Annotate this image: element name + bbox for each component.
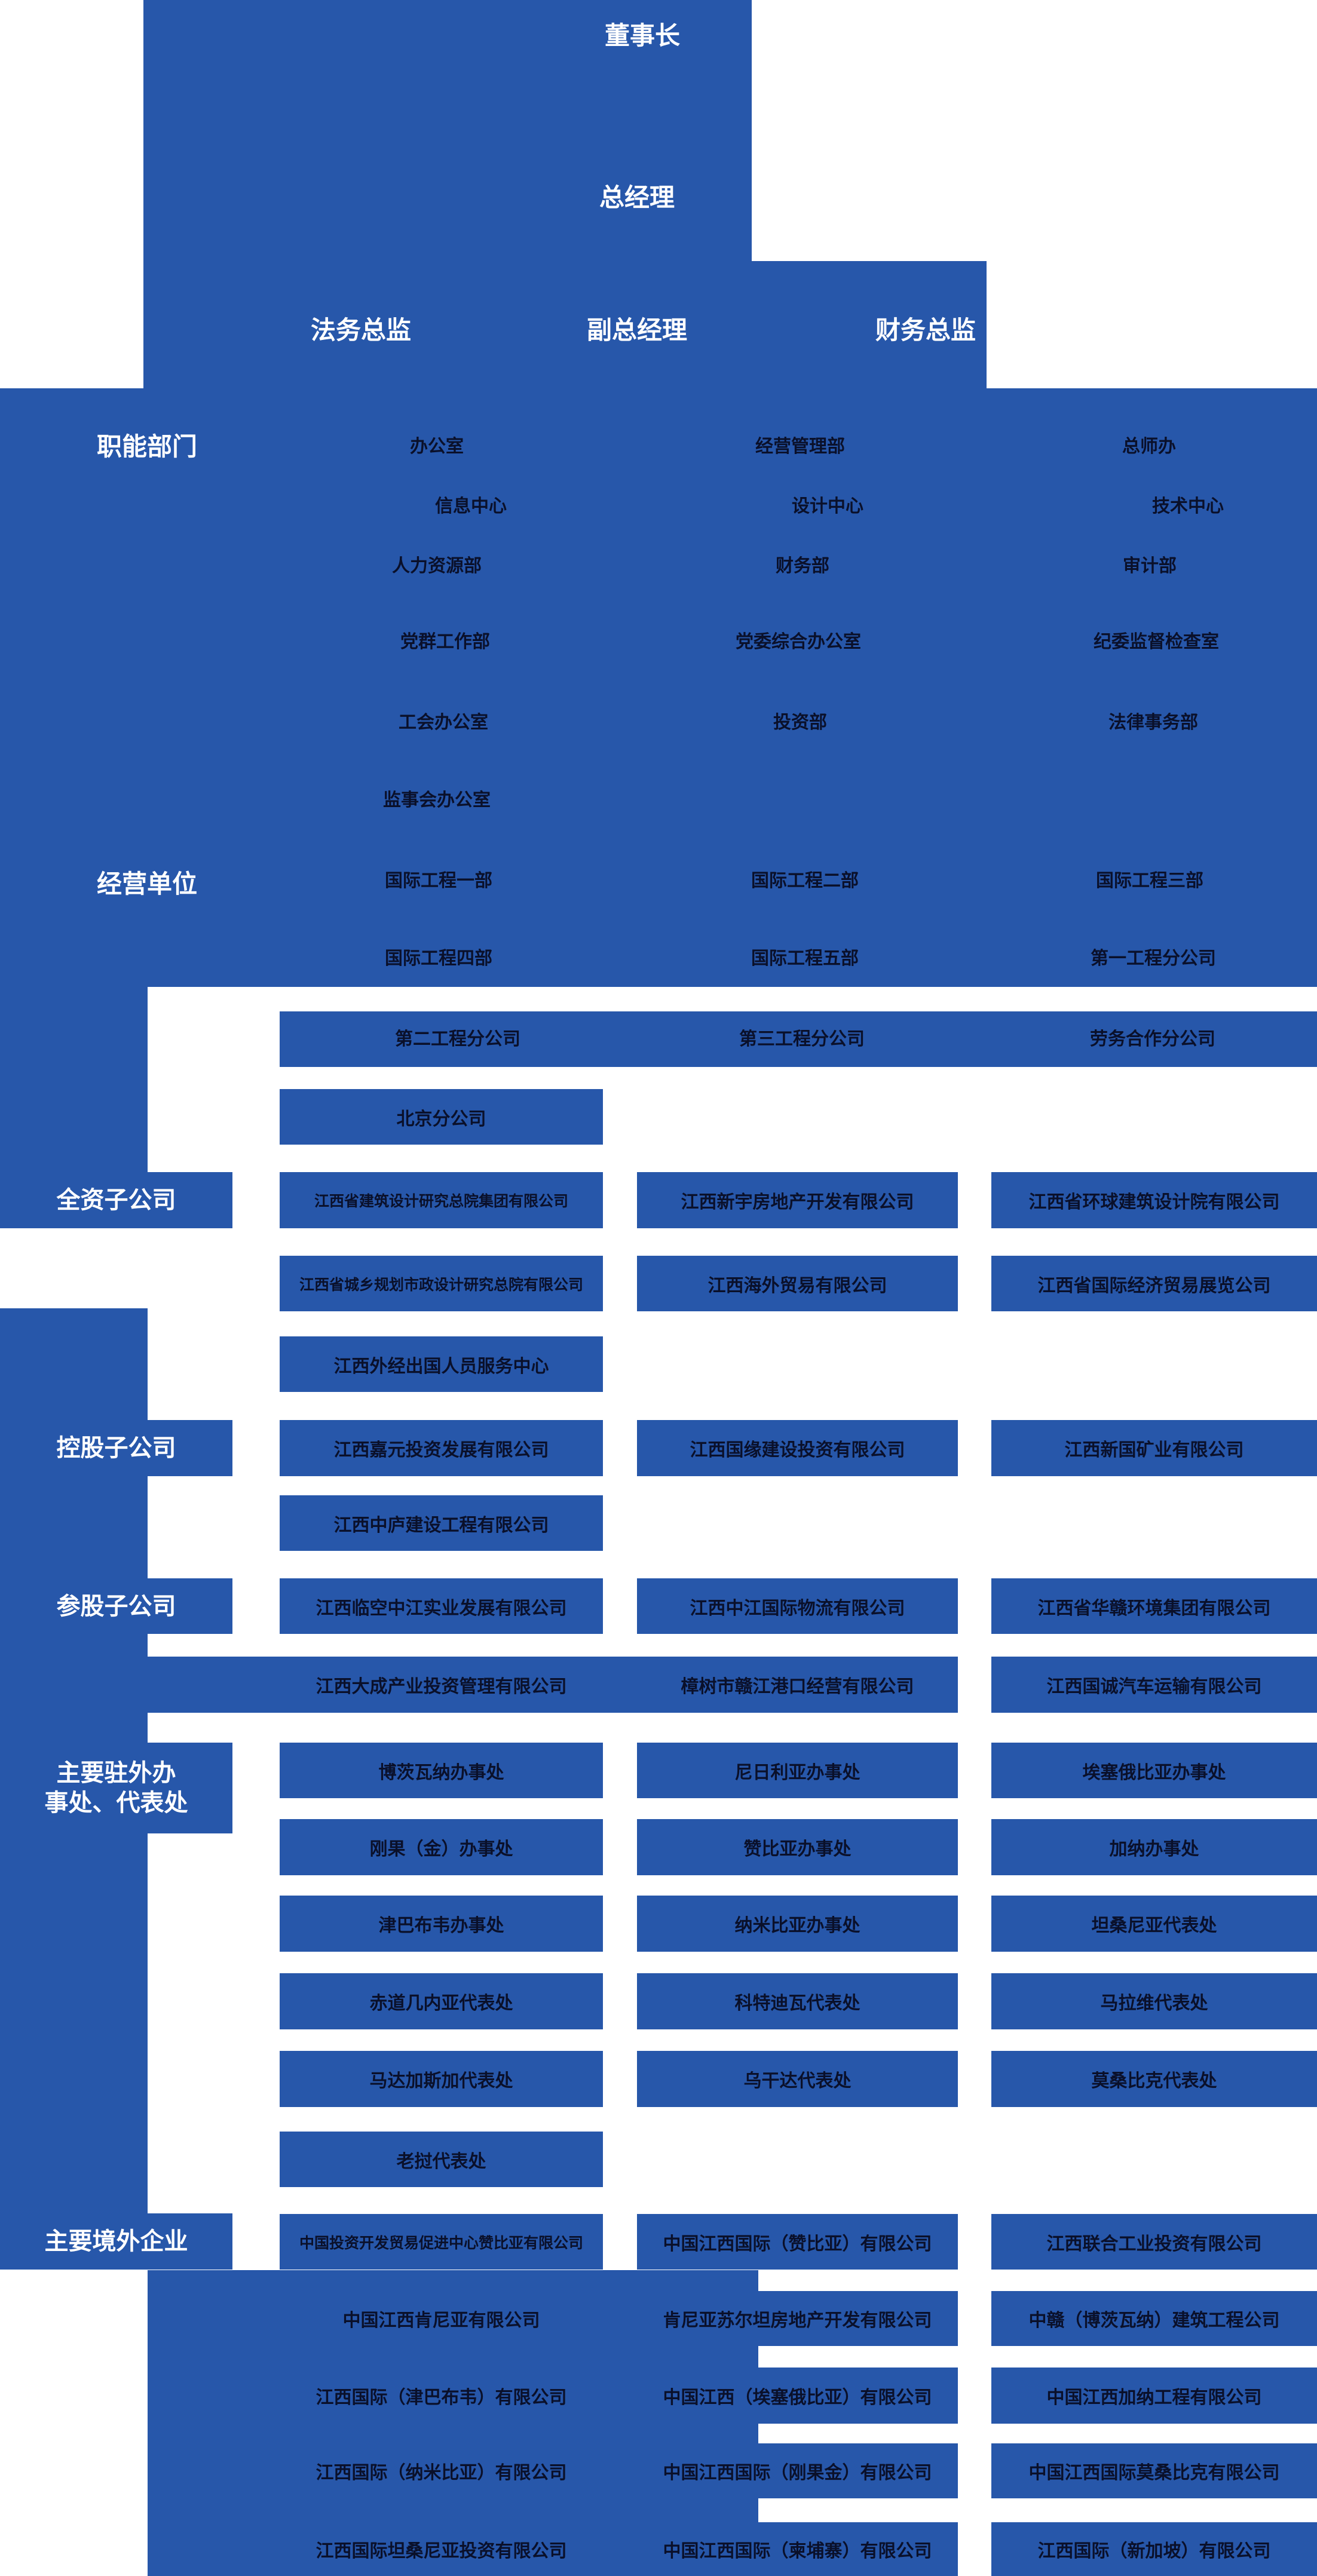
org-node: 江西国际（纳米比亚）有限公司: [280, 2443, 603, 2498]
org-node: 江西嘉元投资发展有限公司: [280, 1420, 603, 1476]
org-node: 科特迪瓦代表处: [637, 1973, 958, 2029]
org-node: 中国江西（埃塞俄比亚）有限公司: [637, 2368, 958, 2424]
org-node: 江西省城乡规划市政设计研究总院有限公司: [280, 1256, 603, 1311]
section-label-offices: 主要驻外办 事处、代表处: [0, 1743, 232, 1833]
org-node: 中国江西国际（刚果金）有限公司: [637, 2443, 958, 2498]
org-node: 国际工程四部: [385, 949, 492, 968]
org-node: 江西新国矿业有限公司: [991, 1420, 1317, 1476]
position-finance-director: 财务总监: [875, 316, 976, 344]
org-node: 老挝代表处: [280, 2132, 603, 2187]
org-node: 审计部: [1123, 556, 1177, 576]
org-node: 樟树市赣江港口经营有限公司: [637, 1657, 958, 1713]
org-node: 中国江西国际莫桑比克有限公司: [991, 2443, 1317, 2498]
org-node: 国际工程二部: [751, 871, 859, 891]
org-node: 赤道几内亚代表处: [280, 1973, 603, 2029]
section-label-text: 全资子公司: [56, 1187, 176, 1213]
org-node: 刚果（金）办事处: [280, 1819, 603, 1875]
org-node: 加纳办事处: [991, 1819, 1317, 1875]
org-node: 财务部: [776, 556, 829, 576]
org-node: 技术中心: [1152, 496, 1224, 516]
org-node: 第一工程分公司: [1091, 949, 1216, 968]
org-node: 江西省华赣环境集团有限公司: [991, 1578, 1317, 1634]
org-node: 投资部: [773, 713, 827, 732]
org-node: 总师办: [1122, 437, 1176, 456]
connector-strip-1: [0, 987, 148, 1172]
section-label-holding: 控股子公司: [0, 1420, 232, 1476]
org-node: 江西新宇房地产开发有限公司: [637, 1172, 958, 1228]
org-node: 津巴布韦办事处: [280, 1896, 603, 1952]
section-label-text: 参股子公司: [56, 1593, 176, 1620]
org-node: 国际工程五部: [751, 949, 859, 968]
org-node: 中国江西国际（赞比亚）有限公司: [637, 2214, 958, 2270]
org-node: 中国江西肯尼亚有限公司: [280, 2291, 603, 2346]
org-node: 埃塞俄比亚办事处: [991, 1743, 1317, 1798]
position-legal-director: 法务总监: [310, 316, 412, 344]
section-label-text: 主要境外企业: [44, 2228, 188, 2255]
org-node: 纪委监督检查室: [1094, 632, 1219, 652]
org-node: 设计中心: [792, 496, 863, 516]
org-node: 赞比亚办事处: [637, 1819, 958, 1875]
finance-director-bg: [752, 261, 987, 388]
main-band-bg: [0, 388, 1317, 987]
org-node: 江西海外贸易有限公司: [637, 1256, 958, 1311]
org-node: 莫桑比克代表处: [991, 2051, 1317, 2107]
org-node: 国际工程三部: [1096, 871, 1203, 891]
top-column-bg: [143, 0, 752, 388]
org-node: 党委综合办公室: [736, 632, 861, 652]
org-node: 江西联合工业投资有限公司: [991, 2214, 1317, 2270]
section-label-text: 控股子公司: [56, 1435, 176, 1461]
org-node: 劳务合作分公司: [1090, 1029, 1215, 1049]
org-node: 国际工程一部: [385, 871, 492, 891]
section-label-business: 经营单位: [96, 870, 198, 898]
org-node: 中国江西加纳工程有限公司: [991, 2368, 1317, 2424]
org-node: 江西省国际经济贸易展览公司: [991, 1256, 1317, 1311]
org-node: 中国投资开发贸易促进中心赞比亚有限公司: [280, 2214, 603, 2270]
org-node: 江西大成产业投资管理有限公司: [280, 1657, 603, 1713]
org-node: 江西国际（津巴布韦）有限公司: [280, 2368, 603, 2424]
position-deputy-general-manager: 副总经理: [586, 316, 688, 344]
org-node: 中赣（博茨瓦纳）建筑工程公司: [991, 2291, 1317, 2346]
section-label-text: 事处、代表处: [44, 1790, 188, 1816]
org-node: 纳米比亚办事处: [637, 1896, 958, 1952]
org-node: 经营管理部: [755, 437, 845, 456]
org-node: 党群工作部: [400, 632, 490, 652]
org-node: 江西临空中江实业发展有限公司: [280, 1578, 603, 1634]
org-node: 江西外经出国人员服务中心: [280, 1336, 603, 1392]
org-node: 北京分公司: [280, 1089, 603, 1145]
org-node: 肯尼亚苏尔坦房地产开发有限公司: [637, 2291, 958, 2346]
org-node: 马拉维代表处: [991, 1973, 1317, 2029]
branch-row-bar-bg: [280, 1011, 1317, 1067]
org-node: 马达加斯加代表处: [280, 2051, 603, 2107]
org-node: 江西省环球建筑设计院有限公司: [991, 1172, 1317, 1228]
position-general-manager: 总经理: [599, 183, 675, 211]
org-node: 江西省建筑设计研究总院集团有限公司: [280, 1172, 603, 1228]
org-node: 法律事务部: [1108, 713, 1198, 732]
section-label-equity: 参股子公司: [0, 1578, 232, 1634]
org-node: 第三工程分公司: [739, 1029, 865, 1049]
section-label-functional: 职能部门: [96, 433, 198, 461]
section-label-overseas: 主要境外企业: [0, 2213, 232, 2270]
org-node: 监事会办公室: [383, 790, 491, 810]
org-node: 中国江西国际（柬埔寨）有限公司: [637, 2522, 958, 2576]
org-node: 江西国诚汽车运输有限公司: [991, 1657, 1317, 1713]
org-node: 第二工程分公司: [395, 1029, 520, 1049]
org-node: 人力资源部: [392, 556, 482, 576]
org-node: 江西国际坦桑尼亚投资有限公司: [280, 2522, 603, 2576]
org-node: 办公室: [410, 437, 464, 456]
org-node: 江西国际（新加坡）有限公司: [991, 2522, 1317, 2576]
section-label-text: 主要驻外办: [56, 1760, 176, 1786]
org-node: 工会办公室: [399, 713, 488, 732]
org-node: 江西中庐建设工程有限公司: [280, 1495, 603, 1551]
org-node: 乌干达代表处: [637, 2051, 958, 2107]
org-node: 博茨瓦纳办事处: [280, 1743, 603, 1798]
org-node: 尼日利亚办事处: [637, 1743, 958, 1798]
org-node: 江西国缘建设投资有限公司: [637, 1420, 958, 1476]
org-node: 信息中心: [435, 496, 507, 516]
position-chairman: 董事长: [604, 22, 681, 50]
section-label-wholly-owned: 全资子公司: [0, 1172, 232, 1228]
org-node: 坦桑尼亚代表处: [991, 1896, 1317, 1952]
org-node: 江西中江国际物流有限公司: [637, 1578, 958, 1634]
